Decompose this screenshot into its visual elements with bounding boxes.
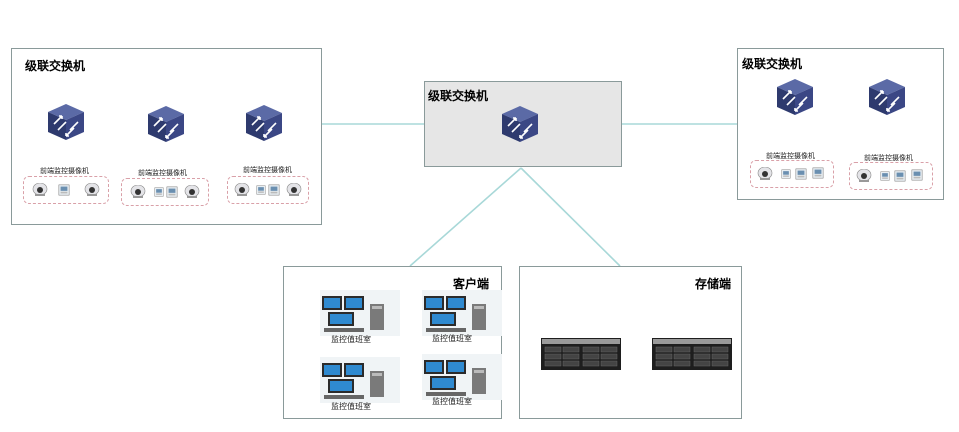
left-switch-2-icon [144, 104, 188, 144]
dome-camera-icon [184, 185, 200, 199]
box-camera-icon [781, 168, 791, 180]
dome-camera-icon [234, 183, 250, 197]
camera-label: 前端监控摄像机 [138, 169, 187, 177]
box-camera-icon [795, 168, 807, 180]
storage-server-icon [541, 338, 621, 370]
camera-group [849, 162, 933, 190]
dome-camera-icon [130, 185, 146, 199]
camera-label: 前端监控摄像机 [864, 154, 913, 162]
right-switch-2-icon [864, 77, 910, 117]
monitoring-station-icon [422, 290, 502, 336]
box-camera-icon [166, 186, 178, 198]
box-camera-icon [58, 184, 70, 196]
box-camera-icon [268, 184, 280, 196]
dome-camera-icon [757, 167, 773, 181]
link-core-client [409, 167, 522, 267]
camera-label: 前端监控摄像机 [243, 166, 292, 174]
left-group-title: 级联交换机 [25, 59, 86, 73]
client-title: 客户端 [453, 277, 490, 291]
station-label: 监控值班室 [432, 334, 472, 343]
camera-group [121, 178, 209, 206]
core-switch-icon [498, 104, 542, 144]
box-camera-icon [880, 170, 890, 182]
dome-camera-icon [84, 183, 100, 197]
left-switch-3-icon [242, 103, 286, 143]
station-label: 监控值班室 [432, 397, 472, 406]
left-switch-1-icon [44, 102, 88, 142]
camera-group [23, 176, 109, 204]
camera-label: 前端监控摄像机 [766, 152, 815, 160]
box-camera-icon [256, 184, 266, 196]
link-core-storage [520, 167, 621, 267]
dome-camera-icon [856, 169, 872, 183]
dome-camera-icon [32, 183, 48, 197]
dome-camera-icon [286, 183, 302, 197]
monitoring-station-icon [320, 290, 400, 336]
storage-title: 存储端 [695, 277, 732, 291]
monitoring-station-icon [422, 354, 502, 400]
station-label: 监控值班室 [331, 335, 371, 344]
box-camera-icon [154, 186, 164, 198]
box-camera-icon [910, 169, 924, 181]
core-title: 级联交换机 [428, 89, 489, 103]
camera-label: 前端监控摄像机 [40, 167, 89, 175]
station-label: 监控值班室 [331, 402, 371, 411]
box-camera-icon [894, 170, 906, 182]
right-group-title: 级联交换机 [742, 57, 803, 71]
monitoring-station-icon [320, 357, 400, 403]
right-switch-1-icon [772, 77, 818, 117]
box-camera-icon [811, 167, 825, 179]
camera-group [227, 176, 309, 204]
camera-group [750, 160, 834, 188]
storage-server-icon [652, 338, 732, 370]
